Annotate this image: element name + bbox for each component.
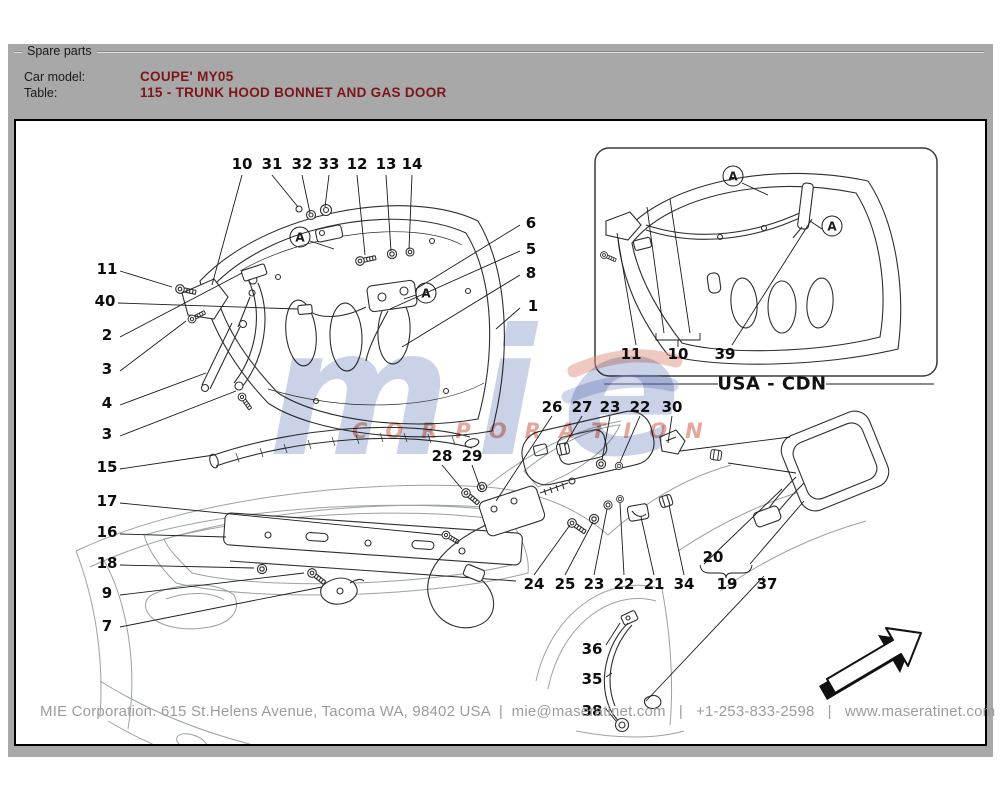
hinge-strut-drawing — [181, 263, 268, 412]
callout-4: 4 — [101, 394, 113, 412]
spare-parts-panel: Spare parts Car model: COUPE' MY05 Table… — [8, 44, 995, 757]
crossmember-lock-drawing — [223, 512, 523, 605]
small-parts-drawing — [521, 410, 723, 537]
car-model-value: COUPE' MY05 — [140, 69, 234, 84]
trunk-lid-drawing — [199, 205, 505, 438]
callout-27: 27 — [571, 398, 593, 416]
callout-31: 31 — [261, 155, 283, 173]
callout-24: 24 — [523, 575, 545, 593]
callout-25: 25 — [554, 575, 576, 593]
callout-11: 11 — [96, 260, 118, 278]
latch-actuator-drawing — [427, 477, 576, 629]
direction-arrow — [819, 627, 922, 700]
callout-37: 37 — [756, 575, 778, 593]
callout-30: 30 — [661, 398, 683, 416]
callout-23: 23 — [599, 398, 621, 416]
callout-15: 15 — [96, 458, 118, 476]
callout-3: 3 — [101, 360, 113, 378]
usa-cdn-caption: USA - CDN — [717, 373, 827, 395]
callout-2: 2 — [101, 326, 113, 344]
callout-leader-lines — [117, 174, 805, 722]
callout-22: 22 — [613, 575, 635, 593]
callout-12: 12 — [346, 155, 368, 173]
detail-marker-A: A — [821, 215, 843, 237]
groupbox-line — [14, 51, 984, 53]
diagram-canvas: mie CORPORATION USA - CDN MIE Corporatio… — [14, 119, 995, 746]
callout-26: 26 — [541, 398, 563, 416]
callout-40: 40 — [94, 292, 116, 310]
callout-19: 19 — [716, 575, 738, 593]
detail-marker-A: A — [415, 282, 437, 304]
callout-17: 17 — [96, 492, 118, 510]
callout-34: 34 — [673, 575, 695, 593]
seal-strip-drawing — [209, 426, 480, 469]
callout-7: 7 — [101, 617, 113, 635]
callout-1: 1 — [527, 297, 539, 315]
callout-36: 36 — [581, 640, 603, 658]
callout-23: 23 — [583, 575, 605, 593]
callout-8: 8 — [525, 264, 537, 282]
callout-28: 28 — [431, 447, 453, 465]
lid-latch-drawing — [297, 224, 418, 362]
callout-39: 39 — [714, 345, 736, 363]
callout-35: 35 — [581, 670, 603, 688]
usa-cdn-inset-drawing — [594, 147, 938, 385]
callout-18: 18 — [96, 554, 118, 572]
groupbox-label: Spare parts — [22, 44, 97, 59]
gas-door-drawing — [679, 410, 890, 528]
callout-29: 29 — [461, 447, 483, 465]
detail-marker-A: A — [289, 226, 311, 248]
table-label: Table: — [24, 86, 58, 100]
callout-38: 38 — [581, 702, 603, 720]
callout-6: 6 — [525, 214, 537, 232]
callout-13: 13 — [375, 155, 397, 173]
callout-10: 10 — [231, 155, 253, 173]
callout-16: 16 — [96, 523, 118, 541]
callout-9: 9 — [101, 584, 113, 602]
car-rear-body-drawing — [75, 420, 867, 744]
callout-33: 33 — [318, 155, 340, 173]
callout-3: 3 — [101, 425, 113, 443]
callout-14: 14 — [401, 155, 423, 173]
callout-11: 11 — [620, 345, 642, 363]
callout-5: 5 — [525, 240, 537, 258]
trunk-hood-diagram-artwork — [75, 147, 938, 744]
watermark-swashes — [561, 349, 683, 404]
callout-20: 20 — [702, 548, 724, 566]
detail-marker-A: A — [722, 165, 744, 187]
callout-21: 21 — [643, 575, 665, 593]
callout-32: 32 — [291, 155, 313, 173]
callout-10: 10 — [667, 345, 689, 363]
callout-22: 22 — [629, 398, 651, 416]
table-value: 115 - TRUNK HOOD BONNET AND GAS DOOR — [140, 85, 447, 100]
car-model-label: Car model: — [24, 70, 86, 84]
footer-contact-line: MIE Corporation. 615 St.Helens Avenue, T… — [40, 703, 996, 720]
top-fasteners-drawing — [295, 203, 415, 267]
